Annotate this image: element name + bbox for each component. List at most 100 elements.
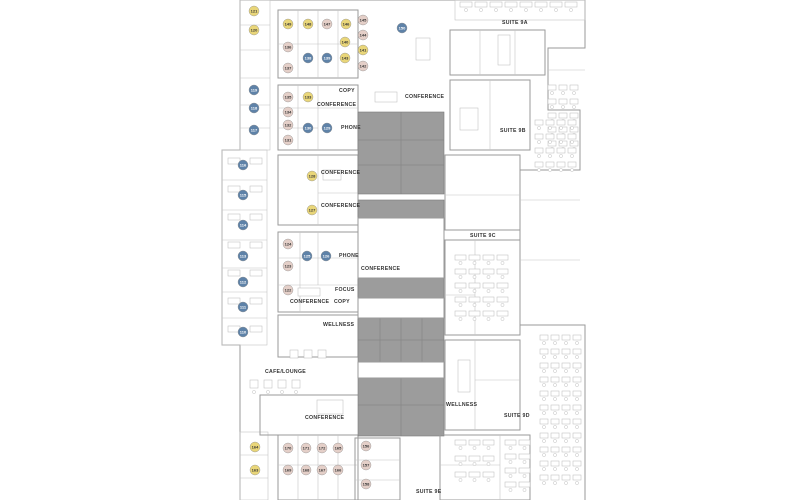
chair (472, 303, 477, 307)
workstation (558, 98, 568, 105)
chair (472, 289, 477, 293)
desk-marker-140[interactable]: 140 (339, 36, 351, 48)
desk-marker-number: 131 (285, 138, 292, 143)
desk-marker-136[interactable]: 136 (282, 41, 294, 53)
desk-marker-117[interactable]: 117 (248, 124, 260, 136)
desk-marker-119[interactable]: 119 (248, 84, 260, 96)
label-conference-mid: CONFERENCE (321, 170, 361, 176)
workstation (496, 282, 509, 289)
desk-marker-171[interactable]: 171 (300, 442, 312, 454)
desk-marker-166[interactable]: 166 (332, 464, 344, 476)
desk-marker-circle (302, 122, 314, 134)
chair (575, 369, 579, 373)
desk-marker-114[interactable]: 114 (237, 219, 249, 231)
workstation (561, 362, 571, 369)
chair (564, 411, 568, 415)
label-phone-north: PHONE (341, 125, 361, 131)
conference-table (457, 359, 471, 393)
desk-marker-121[interactable]: 121 (248, 5, 260, 17)
desk-marker-156[interactable]: 156 (360, 440, 372, 452)
chair (522, 488, 527, 492)
workstation (545, 161, 555, 168)
desk-marker-circle (237, 326, 249, 338)
desk-marker-127[interactable]: 127 (306, 204, 318, 216)
desk-marker-number: 111 (240, 305, 247, 310)
workstation (569, 84, 579, 91)
desk-marker-137[interactable]: 137 (282, 62, 294, 74)
desk-marker-165[interactable]: 165 (332, 442, 344, 454)
desk-marker-145[interactable]: 145 (357, 14, 369, 26)
desk-marker-147[interactable]: 147 (321, 18, 333, 30)
workstation (547, 140, 557, 147)
desk-marker-circle (321, 122, 333, 134)
desk-marker-132[interactable]: 132 (282, 119, 294, 131)
desk-marker-142[interactable]: 142 (357, 60, 369, 72)
desk-marker-128[interactable]: 128 (306, 170, 318, 182)
workstation (468, 439, 481, 446)
desk-marker-135[interactable]: 135 (282, 91, 294, 103)
chair (508, 474, 513, 478)
workstation (550, 348, 560, 355)
desk-marker-116[interactable]: 116 (237, 159, 249, 171)
desk-marker-133[interactable]: 133 (302, 91, 314, 103)
desk-marker-170[interactable]: 170 (282, 442, 294, 454)
desk-marker-131[interactable]: 131 (282, 134, 294, 146)
desk-marker-163[interactable]: 163 (249, 464, 261, 476)
desk-marker-157[interactable]: 157 (360, 459, 372, 471)
desk-marker-138[interactable]: 138 (302, 52, 314, 64)
desk-marker-113[interactable]: 113 (237, 250, 249, 262)
desk-marker-150[interactable]: 150 (396, 22, 408, 34)
workstation (547, 98, 557, 105)
chair (464, 8, 468, 12)
desk-marker-111[interactable]: 111 (237, 301, 249, 313)
desk-marker-141[interactable]: 141 (357, 44, 369, 56)
desk-marker-number: 148 (305, 22, 312, 27)
desk-marker-167[interactable]: 167 (316, 464, 328, 476)
workstation (572, 362, 582, 369)
desk-marker-130[interactable]: 130 (302, 122, 314, 134)
chair (564, 369, 568, 373)
desk-marker-120[interactable]: 120 (248, 24, 260, 36)
desk-marker-125[interactable]: 125 (301, 250, 313, 262)
desk-marker-124[interactable]: 124 (282, 238, 294, 250)
desk-marker-circle (300, 464, 312, 476)
desk-marker-number: 157 (363, 463, 370, 468)
desk-marker-169[interactable]: 169 (282, 464, 294, 476)
desk-marker-122[interactable]: 122 (282, 284, 294, 296)
chair (553, 397, 557, 401)
workstation (474, 1, 488, 8)
workstation (454, 310, 467, 317)
desk-marker-158[interactable]: 158 (360, 478, 372, 490)
chair (486, 317, 491, 321)
workstation (539, 446, 549, 453)
workstation (539, 474, 549, 481)
desk-marker-129[interactable]: 129 (321, 122, 333, 134)
workstation (558, 126, 568, 133)
workstation (504, 481, 517, 488)
desk-marker-148[interactable]: 148 (302, 18, 314, 30)
desk-marker-172[interactable]: 172 (316, 442, 328, 454)
workstation (468, 254, 481, 261)
desk-marker-123[interactable]: 123 (282, 260, 294, 272)
workstation (504, 1, 518, 8)
desk-marker-110[interactable]: 110 (237, 326, 249, 338)
office-desk (227, 241, 241, 249)
desk-marker-115[interactable]: 115 (237, 189, 249, 201)
desk-marker-143[interactable]: 143 (339, 52, 351, 64)
desk-marker-164[interactable]: 164 (249, 441, 261, 453)
desk-marker-112[interactable]: 112 (237, 276, 249, 288)
desk-marker-146[interactable]: 146 (340, 18, 352, 30)
desk-marker-144[interactable]: 144 (357, 29, 369, 41)
office-desk (249, 325, 263, 333)
desk-marker-149[interactable]: 149 (282, 18, 294, 30)
desk-marker-139[interactable]: 139 (321, 52, 333, 64)
desk-marker-number: 138 (305, 56, 312, 61)
workstation (482, 268, 495, 275)
desk-marker-circle (237, 219, 249, 231)
desk-marker-118[interactable]: 118 (248, 102, 260, 114)
desk-marker-168[interactable]: 168 (300, 464, 312, 476)
workstation (561, 376, 571, 383)
desk-marker-126[interactable]: 126 (320, 250, 332, 262)
desk-marker-134[interactable]: 134 (282, 106, 294, 118)
chair (575, 453, 579, 457)
